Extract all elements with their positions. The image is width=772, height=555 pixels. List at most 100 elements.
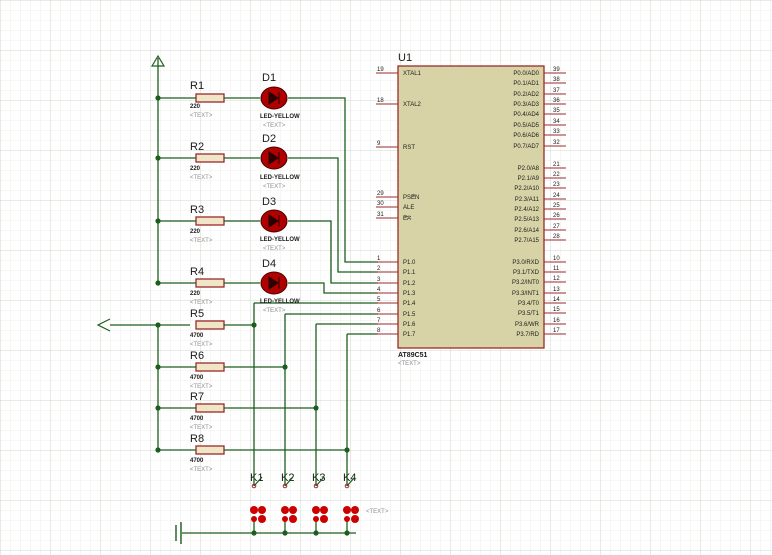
pullup-terminal-arrow-icon bbox=[96, 318, 111, 332]
junction-dots bbox=[155, 95, 350, 536]
mcu-text: <TEXT> bbox=[398, 361, 421, 367]
pin-label: P3.1/TXD bbox=[513, 270, 540, 276]
resistor-body bbox=[195, 403, 225, 413]
resistor-r3[interactable]: R3 220 <TEXT> bbox=[190, 204, 226, 244]
mcu-ref: U1 bbox=[398, 52, 412, 64]
pin-label: PSEN bbox=[403, 195, 419, 201]
pin-number: 37 bbox=[553, 88, 560, 94]
pin-label: P2.0/A8 bbox=[518, 166, 540, 172]
power-net bbox=[96, 54, 356, 544]
resistor-body bbox=[195, 93, 225, 103]
led-part: LED-YELLOW bbox=[260, 237, 300, 243]
mcu-right-pins: 39P0.0/AD038P0.1/AD137P0.2/AD236P0.3/AD3… bbox=[512, 67, 566, 338]
pin-label: P1.2 bbox=[403, 281, 416, 287]
led-part: LED-YELLOW bbox=[260, 114, 300, 120]
mcu-pin-8[interactable]: 8P1.7 bbox=[376, 328, 416, 338]
resistor-ref: R3 bbox=[190, 204, 204, 216]
pin-number: 3 bbox=[377, 277, 381, 283]
mcu-pin-4[interactable]: 4P1.3 bbox=[376, 287, 416, 297]
pin-label: P3.5/T1 bbox=[518, 311, 540, 317]
pin-label: ALE bbox=[403, 205, 414, 211]
pin-number: 15 bbox=[553, 307, 560, 313]
pin-number: 19 bbox=[377, 67, 384, 73]
pin-number: 26 bbox=[553, 213, 560, 219]
mcu-pin-1[interactable]: 1P1.0 bbox=[376, 256, 416, 266]
resistor-body bbox=[195, 320, 225, 330]
pin-label: P0.5/AD5 bbox=[513, 123, 539, 129]
mcu-pin-5[interactable]: 5P1.4 bbox=[376, 297, 416, 307]
led-d2[interactable]: D2 LED-YELLOW <TEXT> bbox=[260, 133, 300, 190]
switch-k3[interactable]: K3 bbox=[312, 472, 328, 523]
resistor-r1[interactable]: R1 220 <TEXT> bbox=[190, 80, 226, 119]
mcu-part: AT89C51 bbox=[398, 352, 428, 359]
pin-number: 5 bbox=[377, 297, 381, 303]
resistor-value: 4700 bbox=[190, 333, 204, 339]
resistor-body bbox=[195, 153, 225, 163]
switch-k4[interactable]: K4 bbox=[343, 472, 359, 523]
pin-number: 14 bbox=[553, 297, 560, 303]
resistor-r4[interactable]: R4 220 <TEXT> bbox=[190, 266, 226, 306]
led-text: <TEXT> bbox=[263, 123, 286, 129]
pin-number: 6 bbox=[377, 308, 381, 314]
led-text: <TEXT> bbox=[263, 246, 286, 252]
led-part: LED-YELLOW bbox=[260, 299, 300, 305]
resistor-r6[interactable]: R6 4700 <TEXT> bbox=[190, 350, 226, 390]
led-d3[interactable]: D3 LED-YELLOW <TEXT> bbox=[260, 196, 300, 252]
mcu-pin-6[interactable]: 6P1.5 bbox=[376, 308, 416, 318]
resistor-body bbox=[195, 216, 225, 226]
mcu-pin-2[interactable]: 2P1.1 bbox=[376, 266, 416, 276]
pin-label: P3.3/INT1 bbox=[512, 291, 540, 297]
pin-number: 35 bbox=[553, 108, 560, 114]
resistor-r8[interactable]: R8 4700 <TEXT> bbox=[190, 433, 226, 473]
resistor-text: <TEXT> bbox=[190, 300, 213, 306]
led-d4[interactable]: D4 LED-YELLOW <TEXT> bbox=[260, 258, 300, 314]
pin-number: 21 bbox=[553, 162, 560, 168]
switch-k2[interactable]: K2 bbox=[281, 472, 297, 523]
pin-label: P0.3/AD3 bbox=[513, 102, 539, 108]
resistor-r7[interactable]: R7 4700 <TEXT> bbox=[190, 391, 226, 431]
pin-number: 11 bbox=[553, 266, 560, 272]
mcu-pin-3[interactable]: 3P1.2 bbox=[376, 277, 416, 287]
pin-number: 30 bbox=[377, 201, 384, 207]
led-d1[interactable]: D1 LED-YELLOW <TEXT> bbox=[260, 72, 300, 129]
pin-label: P1.1 bbox=[403, 270, 416, 276]
resistor-value: 4700 bbox=[190, 458, 204, 464]
pin-label: P3.6/WR bbox=[515, 322, 540, 328]
switch-wiring bbox=[158, 302, 378, 533]
resistor-r5[interactable]: R5 4700 <TEXT> bbox=[190, 308, 226, 348]
switch-k1[interactable]: K1 bbox=[250, 472, 266, 523]
mcu-pin-7[interactable]: 7P1.6 bbox=[376, 318, 416, 328]
resistor-r2[interactable]: R2 220 <TEXT> bbox=[190, 141, 226, 181]
